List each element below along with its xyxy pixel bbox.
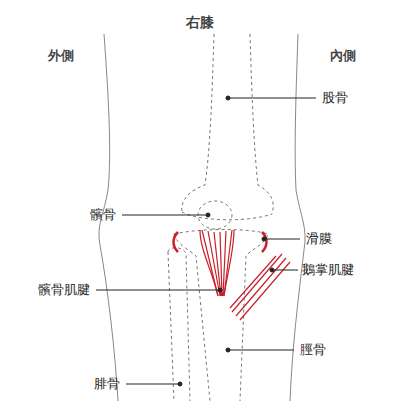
part-label: 鵝掌肌腱 (302, 262, 354, 278)
part-label: 脛骨 (300, 342, 326, 358)
leader-line (272, 270, 298, 271)
leader-line (96, 290, 220, 291)
fibula-outline (168, 252, 174, 401)
femur-outline (182, 34, 214, 212)
synovium (174, 232, 179, 252)
leader-dot (218, 288, 222, 292)
leader-dot (262, 237, 266, 241)
leader-dot (226, 96, 230, 100)
tibia-outline (174, 234, 210, 401)
leader-line (228, 350, 294, 351)
part-label: 腓骨 (94, 376, 120, 392)
leader-line (126, 384, 180, 385)
leader-line (264, 239, 300, 240)
side-label: 外側 (48, 48, 74, 64)
synovium (262, 232, 267, 252)
leader-line (122, 215, 208, 216)
fibula-outline (168, 248, 190, 401)
leader-dot (206, 213, 210, 217)
tibia-outline (174, 230, 268, 401)
part-label: 髕骨肌腱 (38, 282, 90, 298)
patellar-tendon (200, 230, 234, 296)
diagram-title: 右膝 (186, 14, 214, 31)
leader-dot (226, 348, 230, 352)
part-label: 滑膜 (306, 231, 332, 247)
femur-outline (250, 34, 273, 214)
pes-anserinus-tendon (230, 254, 290, 320)
leader-dot (270, 268, 274, 272)
leader-dot (178, 382, 182, 386)
side-label: 內側 (330, 48, 356, 64)
femur-condyle (182, 212, 272, 220)
part-label: 股骨 (322, 90, 348, 106)
patellar-tendon (202, 230, 232, 296)
part-label: 髕骨 (90, 207, 116, 223)
leader-line (228, 98, 316, 99)
